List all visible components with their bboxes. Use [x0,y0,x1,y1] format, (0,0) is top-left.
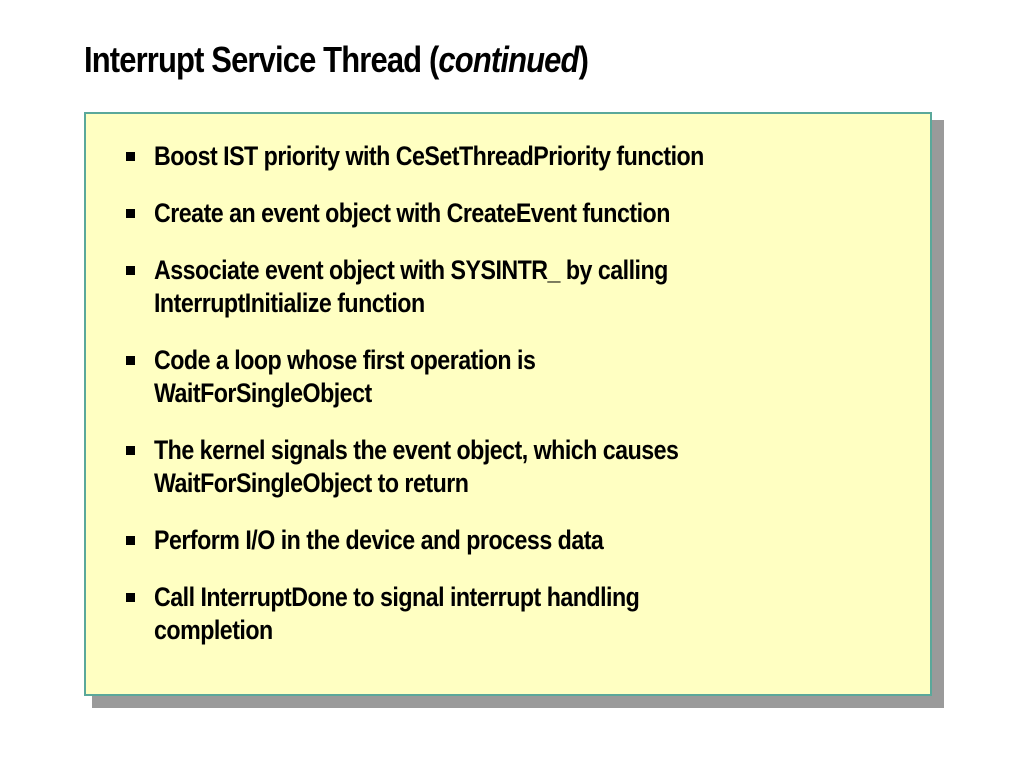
slide-title: Interrupt Service Thread (continued) [84,36,589,84]
bullet-line-1: The kernel signals the event object, whi… [154,435,679,465]
title-italic: continued [438,39,579,80]
bullet-text: Code a loop whose first operation is Wai… [154,344,911,410]
bullet-item: Call InterruptDone to signal interrupt h… [122,581,922,647]
bullet-text: Boost IST priority with CeSetThreadPrior… [154,140,911,173]
bullet-item: The kernel signals the event object, whi… [122,434,922,500]
title-suffix: ) [578,39,589,80]
bullet-item: Associate event object with SYSINTR_ by … [122,254,922,320]
square-bullet-icon [126,446,135,455]
bullet-line-2: InterruptInitialize function [154,288,425,318]
bullet-line-1: Associate event object with SYSINTR_ by … [154,255,668,285]
bullet-item: Code a loop whose first operation is Wai… [122,344,922,410]
bullet-item: Boost IST priority with CeSetThreadPrior… [122,140,922,173]
bullet-text: Call InterruptDone to signal interrupt h… [154,581,911,647]
bullet-line-1: Perform I/O in the device and process da… [154,525,604,555]
bullet-line-1: Boost IST priority with CeSetThreadPrior… [154,141,704,171]
bullet-line-1: Create an event object with CreateEvent … [154,198,670,228]
bullet-line-2: WaitForSingleObject to return [154,468,469,498]
bullet-text: Create an event object with CreateEvent … [154,197,911,230]
bullet-line-2: completion [154,615,273,645]
square-bullet-icon [126,536,135,545]
square-bullet-icon [126,356,135,365]
bullet-line-1: Code a loop whose first operation is [154,345,536,375]
square-bullet-icon [126,209,135,218]
title-main: Interrupt Service Thread ( [84,39,439,80]
square-bullet-icon [126,152,135,161]
bullet-item: Create an event object with CreateEvent … [122,197,922,230]
square-bullet-icon [126,593,135,602]
bullet-text: Perform I/O in the device and process da… [154,524,911,557]
bullet-item: Perform I/O in the device and process da… [122,524,922,557]
bullet-list: Boost IST priority with CeSetThreadPrior… [122,140,922,671]
bullet-text: The kernel signals the event object, whi… [154,434,911,500]
bullet-line-2: WaitForSingleObject [154,378,372,408]
bullet-text: Associate event object with SYSINTR_ by … [154,254,911,320]
square-bullet-icon [126,266,135,275]
bullet-line-1: Call InterruptDone to signal interrupt h… [154,582,640,612]
content-box: Boost IST priority with CeSetThreadPrior… [84,112,932,696]
